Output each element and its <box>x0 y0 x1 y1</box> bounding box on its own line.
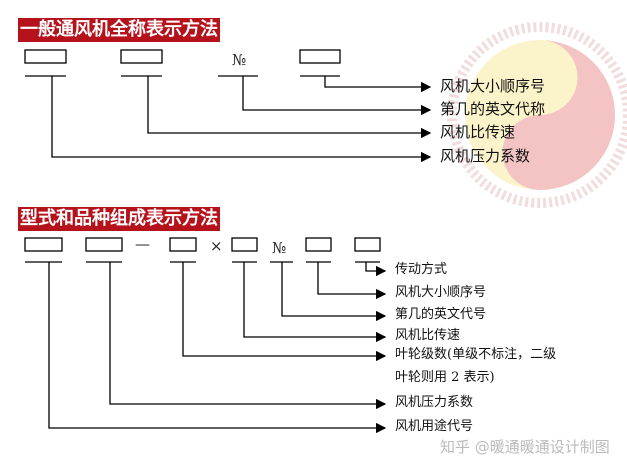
section2-lines <box>24 237 387 434</box>
section1-lines <box>24 49 432 163</box>
label-impeller-stages-cont: 叶轮则用 2 表示) <box>395 370 495 385</box>
label-pressure-coef: 风机压力系数 <box>395 395 474 410</box>
label-fan-size: 风机大小顺序号 <box>395 285 487 300</box>
logo-watermark <box>447 22 627 208</box>
label-drive-mode: 传动方式 <box>395 262 448 277</box>
section1-title: 一般通风机全称表示方法 <box>18 18 220 42</box>
label-english-code: 第几的英文代号 <box>395 307 487 322</box>
no-symbol: № <box>232 51 247 69</box>
label-pressure-coef: 风机压力系数 <box>440 147 531 165</box>
section2-title: 型式和品种组成表示方法 <box>18 207 220 231</box>
dash-symbol: — <box>135 235 150 253</box>
label-usage-code: 风机用途代号 <box>395 419 474 434</box>
times-symbol: × <box>210 237 223 255</box>
label-specific-speed: 风机比传速 <box>395 328 461 343</box>
watermark-text: 知乎 @暖通暖通设计制图 <box>440 438 610 456</box>
label-english-code: 第几的英文代称 <box>440 100 546 118</box>
label-fan-size: 风机大小顺序号 <box>440 77 546 95</box>
label-impeller-stages: 叶轮级数(单级不标注，二级 <box>395 347 557 362</box>
label-specific-speed: 风机比传速 <box>440 123 516 141</box>
no-symbol: № <box>272 239 287 257</box>
